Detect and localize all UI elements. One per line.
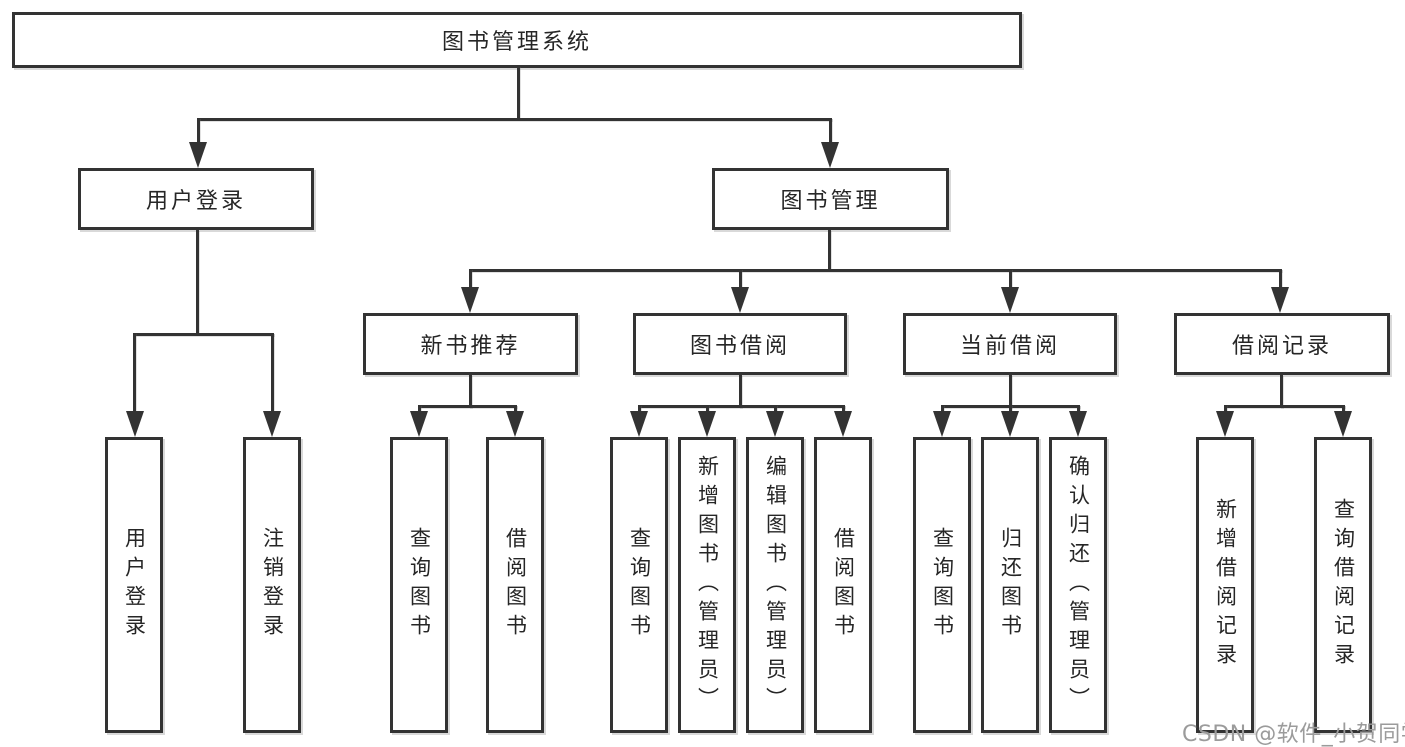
arrow-down-icon xyxy=(821,142,839,168)
leaf-borrow-books-recommend: 借阅图书 xyxy=(486,437,544,733)
leaf-query-books-current-label: 查询图书 xyxy=(930,527,955,643)
node-borrowing-records-label: 借阅记录 xyxy=(1231,334,1332,359)
arrow-down-icon xyxy=(410,411,428,437)
connector-line xyxy=(829,118,832,148)
leaf-query-books-borrowing: 查询图书 xyxy=(610,437,668,733)
node-user-login-label: 用户登录 xyxy=(145,189,246,214)
arrow-down-icon xyxy=(834,411,852,437)
arrow-down-icon xyxy=(630,411,648,437)
connector-line xyxy=(469,269,472,291)
arrow-down-icon xyxy=(189,142,207,168)
leaf-user-login-label: 用户登录 xyxy=(122,527,147,643)
leaf-user-login: 用户登录 xyxy=(105,437,163,733)
arrow-down-icon xyxy=(698,411,716,437)
arrow-down-icon xyxy=(126,411,144,437)
leaf-query-borrow-record: 查询借阅记录 xyxy=(1314,437,1372,733)
node-new-book-recommend: 新书推荐 xyxy=(363,313,578,375)
leaf-confirm-return-admin: 确认归还（管理员） xyxy=(1049,437,1107,733)
leaf-borrow-books-borrowing: 借阅图书 xyxy=(814,437,872,733)
leaf-query-books-recommend-label: 查询图书 xyxy=(407,527,432,643)
connector-line xyxy=(197,118,832,121)
arrow-down-icon xyxy=(506,411,524,437)
connector-line xyxy=(1224,405,1345,408)
leaf-add-borrow-record-label: 新增借阅记录 xyxy=(1213,498,1238,672)
leaf-query-books-recommend: 查询图书 xyxy=(390,437,448,733)
arrow-down-icon xyxy=(1271,287,1289,313)
connector-line xyxy=(1279,269,1282,291)
leaf-logout-login-label: 注销登录 xyxy=(260,527,285,643)
arrow-down-icon xyxy=(1334,411,1352,437)
arrow-down-icon xyxy=(766,411,784,437)
csdn-watermark: CSDN @软件_小贺同学 xyxy=(1182,722,1405,747)
connector-line xyxy=(469,269,1282,272)
arrow-down-icon xyxy=(1001,411,1019,437)
leaf-return-books-label: 归还图书 xyxy=(998,527,1023,643)
node-current-borrowing-label: 当前借阅 xyxy=(959,334,1060,359)
leaf-logout-login: 注销登录 xyxy=(243,437,301,733)
connector-line xyxy=(739,375,742,408)
connector-line xyxy=(739,269,742,291)
leaf-return-books: 归还图书 xyxy=(981,437,1039,733)
connector-line xyxy=(1009,375,1012,408)
node-book-borrowing-label: 图书借阅 xyxy=(689,334,790,359)
node-borrowing-records: 借阅记录 xyxy=(1174,313,1390,375)
leaf-add-borrow-record: 新增借阅记录 xyxy=(1196,437,1254,733)
connector-line xyxy=(1009,269,1012,291)
node-book-management: 图书管理 xyxy=(712,168,949,230)
arrow-down-icon xyxy=(1001,287,1019,313)
node-book-management-label: 图书管理 xyxy=(780,189,881,214)
leaf-query-borrow-record-label: 查询借阅记录 xyxy=(1331,498,1356,672)
connector-line xyxy=(828,230,831,271)
node-new-book-recommend-label: 新书推荐 xyxy=(420,334,521,359)
arrow-down-icon xyxy=(263,411,281,437)
arrow-down-icon xyxy=(933,411,951,437)
leaf-borrow-books-borrowing-label: 借阅图书 xyxy=(831,527,856,643)
leaf-add-books-admin: 新增图书（管理员） xyxy=(678,437,736,733)
leaf-query-books-current: 查询图书 xyxy=(913,437,971,733)
leaf-add-books-admin-label: 新增图书（管理员） xyxy=(695,454,720,716)
connector-line xyxy=(133,333,136,415)
arrow-down-icon xyxy=(1216,411,1234,437)
connector-line xyxy=(469,375,472,408)
connector-line xyxy=(1280,375,1283,408)
arrow-down-icon xyxy=(1069,411,1087,437)
arrow-down-icon xyxy=(461,287,479,313)
leaf-borrow-books-recommend-label: 借阅图书 xyxy=(503,527,528,643)
connector-line xyxy=(133,333,274,336)
node-current-borrowing: 当前借阅 xyxy=(903,313,1117,375)
leaf-query-books-borrowing-label: 查询图书 xyxy=(627,527,652,643)
connector-line xyxy=(271,333,274,415)
node-book-borrowing: 图书借阅 xyxy=(633,313,847,375)
leaf-edit-books-admin-label: 编辑图书（管理员） xyxy=(763,454,788,716)
arrow-down-icon xyxy=(731,287,749,313)
connector-line xyxy=(418,405,517,408)
leaf-edit-books-admin: 编辑图书（管理员） xyxy=(746,437,804,733)
node-user-login: 用户登录 xyxy=(78,168,314,230)
connector-line xyxy=(638,405,845,408)
leaf-confirm-return-admin-label: 确认归还（管理员） xyxy=(1066,454,1091,716)
connector-line xyxy=(197,118,200,148)
connector-line xyxy=(517,66,520,120)
node-library-system: 图书管理系统 xyxy=(12,12,1022,68)
connector-line xyxy=(196,230,199,335)
node-library-system-label: 图书管理系统 xyxy=(441,30,592,55)
